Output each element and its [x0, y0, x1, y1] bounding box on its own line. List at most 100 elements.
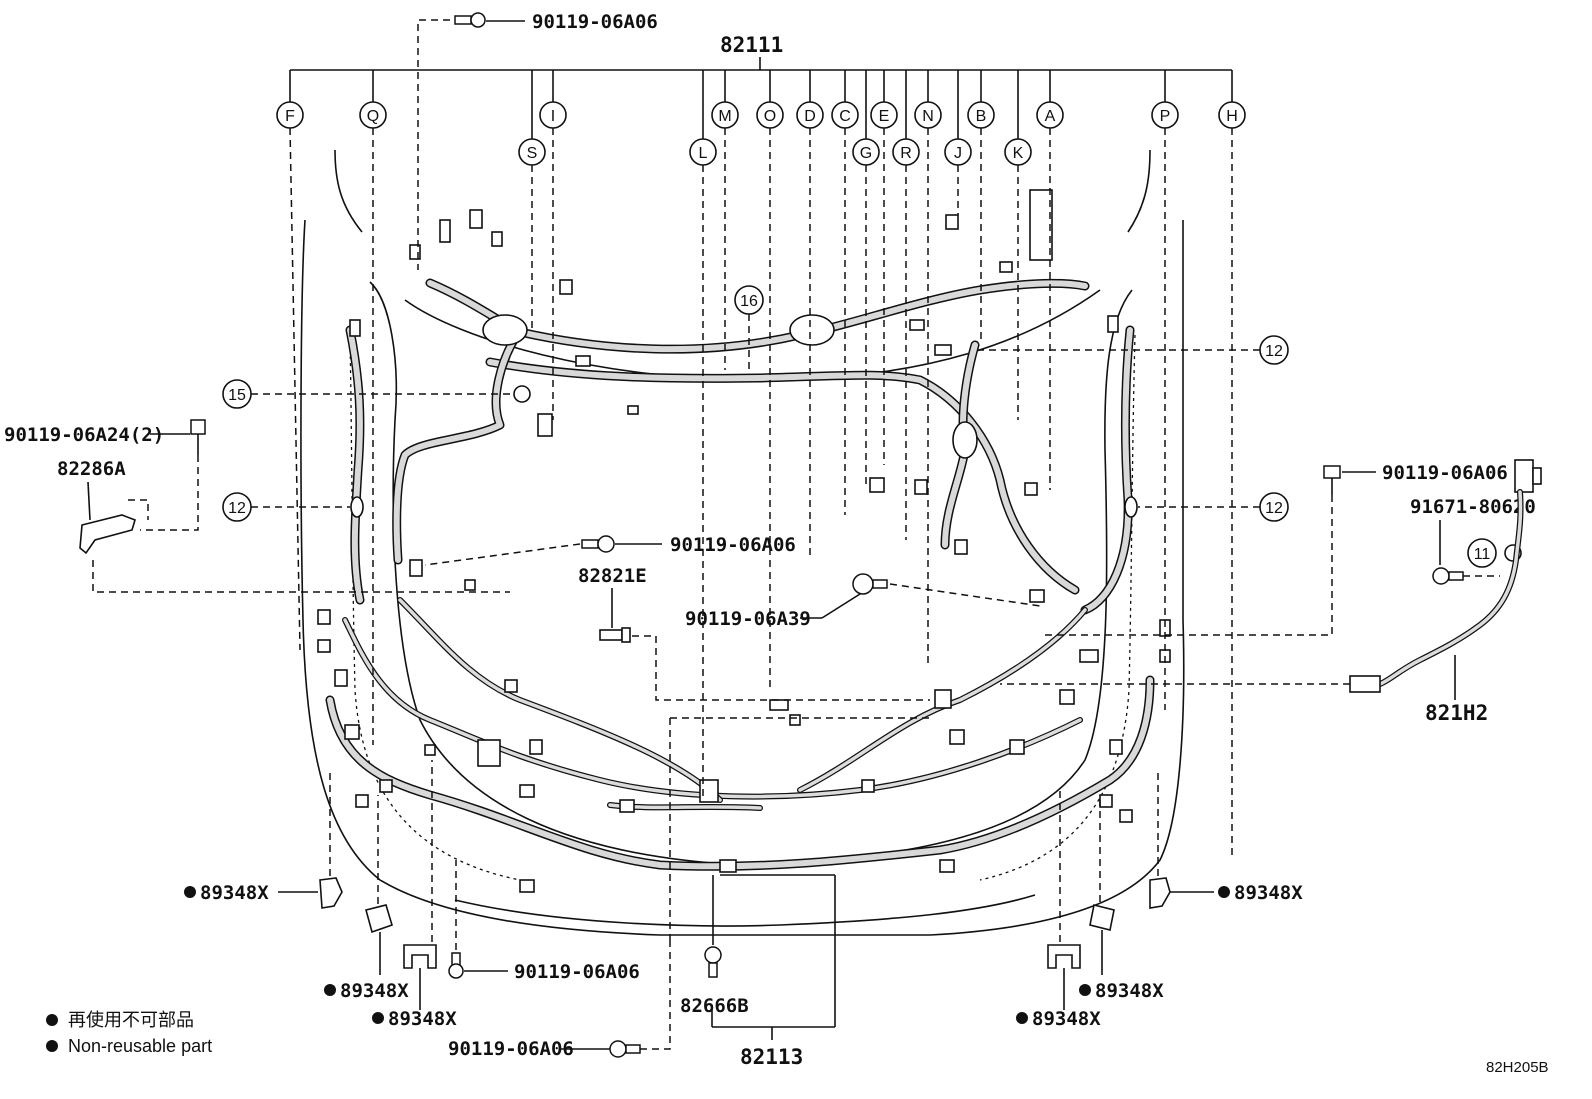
letter-circle-text: O: [764, 108, 776, 125]
letter-circle-text: D: [804, 108, 816, 125]
letter-circle-c: C: [831, 101, 859, 129]
harness-connector: [1024, 482, 1038, 496]
callout-15: 15: [222, 379, 531, 409]
clamp-right-3: 89348X: [1016, 790, 1101, 1030]
bolt-right-lower: 91671-80620: [1410, 496, 1536, 585]
clamp-left-3-label: 89348X: [388, 1008, 457, 1030]
harness-connector: [1029, 189, 1053, 261]
letter-circle-text: G: [860, 145, 872, 162]
letter-circle-text: K: [1013, 145, 1024, 162]
bolt-center-label: 90119-06A06: [670, 534, 796, 556]
letter-circle-o: O: [756, 101, 784, 129]
letter-circle-m: M: [711, 101, 739, 129]
figure-code: 82H205B: [1486, 1059, 1549, 1076]
letter-leaders: [289, 127, 1233, 855]
callout-12b-text: 12: [228, 500, 246, 517]
letter-circle-r: R: [892, 138, 920, 166]
bolt-top-label: 90119-06A06: [532, 11, 658, 33]
callout-15-text: 15: [228, 387, 246, 404]
harness-connector: [769, 699, 789, 711]
harness-connector: [999, 261, 1013, 273]
harness-connector: [699, 779, 719, 803]
harness-connector: [1119, 809, 1133, 823]
letter-circle-text: I: [551, 108, 555, 125]
letter-circle-k: K: [1004, 138, 1032, 166]
harness-connector: [559, 279, 573, 295]
letter-circle-text: B: [976, 108, 987, 125]
harness-connector: [945, 214, 959, 230]
harness-connector: [317, 609, 331, 625]
harness-connector: [934, 689, 952, 709]
harness-connector: [861, 779, 875, 793]
letter-circle-d: D: [796, 101, 824, 129]
clamp-right-2-label: 89348X: [1095, 980, 1164, 1002]
letter-circle-text: P: [1160, 108, 1171, 125]
sensor-harness-821H2: 821H2: [1000, 459, 1542, 725]
harness-connector: [469, 209, 483, 229]
letter-circle-text: Q: [367, 108, 379, 125]
harness-connector: [424, 744, 436, 756]
harness-connector: [1107, 315, 1119, 333]
harness-connector: [491, 231, 503, 247]
harness-connector: [869, 477, 885, 493]
cover-82666B: 82666B: [680, 875, 749, 1017]
clamp-right-2: 89348X: [1079, 800, 1164, 1002]
harness-connector: [949, 729, 965, 745]
main-harness: [325, 278, 1155, 871]
letter-circle-l: L: [689, 138, 717, 166]
harness-connector: [334, 669, 348, 687]
callout-16-text: 16: [740, 293, 758, 310]
bolt-center-lower: 90119-06A39: [685, 573, 1041, 630]
harness-connector: [464, 579, 476, 591]
harness-connector: [519, 784, 535, 798]
harness-connector: [355, 794, 369, 808]
harness-connector: [1099, 794, 1113, 808]
letter-circle-h: H: [1218, 101, 1246, 129]
top-bracket: [289, 57, 1233, 139]
letter-circle-text: M: [718, 108, 731, 125]
harness-connector: [909, 319, 925, 331]
letter-circle-e: E: [870, 101, 898, 129]
clamp-left-3: 89348X: [372, 760, 457, 1030]
letter-circle-s: S: [518, 138, 546, 166]
bolt-bottom-label: 90119-06A06: [448, 1038, 574, 1060]
bracket-82286A-label: 82286A: [57, 458, 126, 480]
clamp-left-2: 89348X: [324, 795, 409, 1002]
callout-12-right: 12: [1124, 492, 1289, 522]
legend-en: Non-reusable part: [68, 1036, 212, 1056]
clamp-left-1: 89348X: [184, 770, 343, 909]
letter-circle-p: P: [1151, 101, 1179, 129]
part-82113-label: 82113: [740, 1045, 803, 1069]
callout-11-text: 11: [1474, 546, 1491, 563]
connector-82821E: 82821E: [578, 565, 930, 701]
letter-circle-f: F: [276, 101, 304, 129]
legend-jp: 再使用不可部品: [68, 1010, 194, 1030]
letter-circle-text: R: [900, 145, 912, 162]
clamp-right-1-label: 89348X: [1234, 882, 1303, 904]
harness-connector: [1029, 589, 1045, 603]
letter-circle-i: I: [539, 101, 567, 129]
letter-circle-text: S: [527, 145, 538, 162]
clamp-left-1-label: 89348X: [200, 882, 269, 904]
letter-circle-g: G: [852, 138, 880, 166]
bolt-center-lower-label: 90119-06A39: [685, 608, 811, 630]
clamp-right-3-label: 89348X: [1032, 1008, 1101, 1030]
letter-circle-text: H: [1226, 108, 1238, 125]
bolt-right-lower-label: 91671-80620: [1410, 496, 1536, 518]
harness-connector: [914, 479, 928, 495]
callout-12c-text: 12: [1265, 500, 1283, 517]
harness-connector: [317, 639, 331, 653]
harness-connector: [934, 344, 952, 356]
callout-12-left: 12: [222, 492, 364, 522]
harness-connector: [939, 859, 955, 873]
clamp-left-2-label: 89348X: [340, 980, 409, 1002]
callout-12-top-right: 12: [975, 335, 1289, 365]
letter-circle-b: B: [967, 101, 995, 129]
harness-connector: [575, 355, 591, 367]
legend: 再使用不可部品 Non-reusable part: [46, 1010, 212, 1056]
bolt-bottom-left-label: 90119-06A06: [514, 961, 640, 983]
bolt-right-label: 90119-06A06: [1382, 462, 1508, 484]
cover-82666B-label: 82666B: [680, 995, 749, 1017]
letter-circle-a: A: [1036, 101, 1064, 129]
bolt-center: 90119-06A06: [424, 534, 796, 566]
